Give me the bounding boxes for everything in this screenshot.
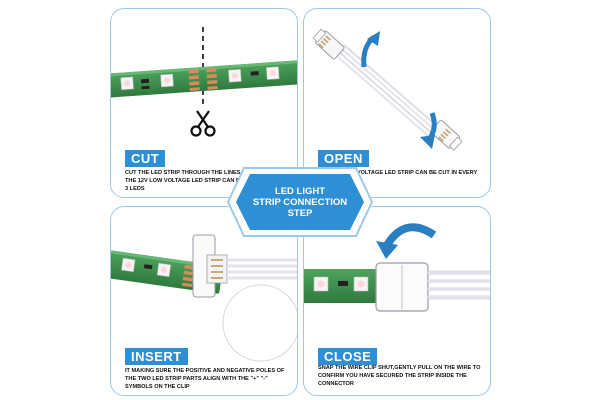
insert-line-3: SYMBOLS ON THE CLIP: [125, 384, 190, 390]
center-line-2: STRIP CONNECTION: [252, 196, 348, 208]
insert-line-2: THE TWO LED STRIP PARTS ALIGN WITH THE "…: [125, 376, 268, 382]
open-line-1: THE 12V LOW VOLTAGE LED STRIP CAN BE CUT…: [318, 170, 478, 176]
panel-insert: INSERT IT MAKING SURE THE POSITIVE AND N…: [110, 206, 298, 396]
open-illustration: [312, 28, 463, 151]
center-title: LED LIGHT STRIP CONNECTION STEP: [226, 166, 374, 238]
cut-illustration: [111, 27, 297, 137]
panel-open: OPEN THE 12V LOW VOLTAGE LED STRIP CAN B…: [303, 8, 491, 198]
cut-title: CUT: [125, 150, 166, 167]
center-line-1: LED LIGHT: [274, 185, 326, 197]
close-illustration: [304, 223, 490, 312]
close-title: CLOSE: [318, 348, 378, 365]
curved-arrow-icon: [382, 223, 437, 250]
cut-description: CUT THE LED STRIP THROUGH THE LINES MARK…: [125, 169, 293, 193]
open-title: OPEN: [318, 150, 369, 167]
close-line-2: CONFIRM YOU HAVE SECURED THE STRIP INSID…: [318, 373, 467, 379]
close-line-1: SNAP THE WIRE CLIP SHUT,GENTLY PULL ON T…: [318, 365, 481, 371]
insert-line-1: IT MAKING SURE THE POSITIVE AND NEGATIVE…: [125, 368, 285, 374]
center-badge: LED LIGHT STRIP CONNECTION STEP: [226, 166, 374, 238]
center-hexagon: [226, 167, 374, 237]
insert-title: INSERT: [125, 348, 188, 365]
insert-description: IT MAKING SURE THE POSITIVE AND NEGATIVE…: [125, 367, 293, 391]
cut-line-1: CUT THE LED STRIP THROUGH THE LINES MARK…: [125, 170, 284, 176]
cut-line-2: THE 12V LOW VOLTAGE LED STRIP CAN BE CUT…: [125, 178, 285, 184]
panel-cut: CUT CUT THE LED STRIP THROUGH THE LINES …: [110, 8, 298, 198]
scissors-icon: [190, 110, 216, 137]
center-line-3: STEP: [287, 207, 313, 219]
insert-illustration: [111, 234, 297, 362]
cut-line-3: 3 LEDS: [125, 186, 145, 192]
panel-close: CLOSE SNAP THE WIRE CLIP SHUT,GENTLY PUL…: [303, 206, 491, 396]
close-description: SNAP THE WIRE CLIP SHUT,GENTLY PULL ON T…: [318, 364, 486, 388]
close-line-3: CONNECTOR: [318, 381, 354, 387]
